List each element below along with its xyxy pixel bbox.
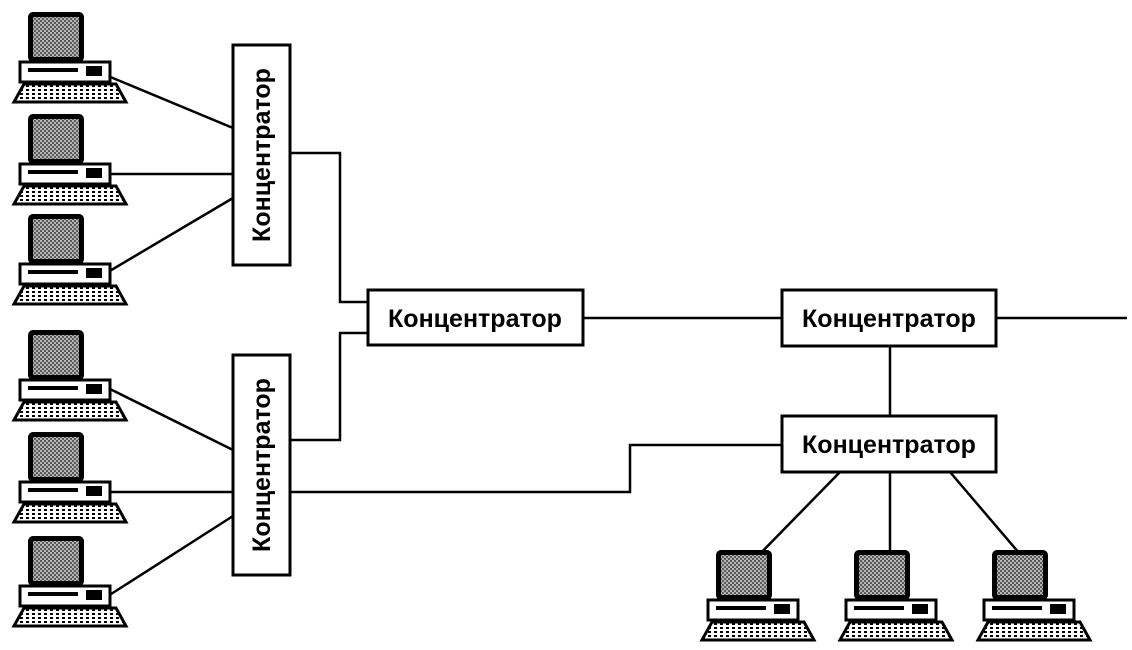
hub-left-bottom: Концентратор [231, 353, 292, 577]
computer-icon [12, 328, 128, 422]
hub-right-bottom: Концентратор [780, 414, 998, 474]
hub-label: Концентратор [248, 68, 276, 242]
link-lefttop-center [290, 151, 368, 304]
hub-label: Концентратор [388, 305, 562, 333]
hub-right-top: Концентратор [780, 288, 998, 348]
computer-icon [12, 10, 128, 104]
computer-icon [700, 548, 816, 642]
computer-icon [12, 430, 128, 524]
computer-icon [12, 112, 128, 206]
link-leftbottom-rightbottom [290, 443, 782, 494]
link-leftbottom-center [290, 331, 368, 442]
computer-icon [12, 534, 128, 628]
computer-icon [12, 212, 128, 306]
link-pc3-hub [107, 196, 234, 274]
connection-lines [107, 74, 1127, 598]
hub-label: Концентратор [802, 431, 976, 459]
computer-icon [838, 548, 954, 642]
hub-left-top: Концентратор [231, 43, 292, 267]
link-pc6-hub [107, 514, 234, 598]
link-hub-pc7 [753, 471, 841, 561]
link-pc4-hub [107, 386, 234, 452]
hub-label: Концентратор [802, 305, 976, 333]
computer-icon [976, 548, 1092, 642]
hub-label: Концентратор [248, 378, 276, 552]
hub-center: Концентратор [366, 288, 585, 347]
link-pc1-hub [107, 74, 234, 130]
link-hub-pc9 [949, 471, 1026, 561]
